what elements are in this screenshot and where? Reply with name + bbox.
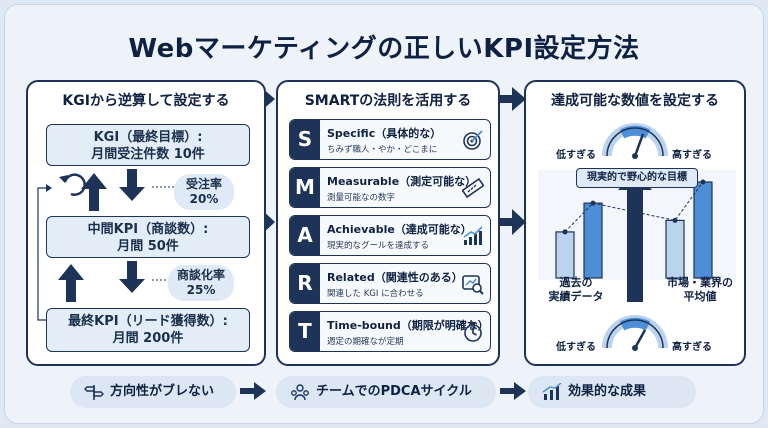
footer-item-pdca: チームでのPDCAサイクル xyxy=(276,376,496,408)
past-data-label: 過去の 実績データ xyxy=(546,276,606,304)
smart-title: Achievable（達成可能な） xyxy=(327,223,472,236)
smart-title: Specific（具体的な） xyxy=(327,127,442,140)
kgi-line2: 月間受注件数 10件 xyxy=(91,147,205,162)
final-kpi-box: 最終KPI（リード獲得数）: 月間 200件 xyxy=(46,308,250,352)
market-line1: 市場・業界の xyxy=(667,276,733,289)
arrow-footer-1 xyxy=(240,382,266,400)
mid-line2: 月間 50件 xyxy=(117,239,179,254)
rate1-bubble: 受注率 20% xyxy=(174,174,234,210)
smart-item-related: R Related（関連性のある） 関連した KGI に合わせる xyxy=(289,263,491,304)
arrow-panel2-to-panel3-mid xyxy=(496,209,526,235)
footer-label: チームでのPDCAサイクル xyxy=(316,384,472,399)
smart-letter: A xyxy=(290,216,320,255)
panel-smart: SMARTの法則を活用する S Specific（具体的な） ちみず職人・やか・… xyxy=(276,80,500,366)
market-line2: 平均値 xyxy=(683,290,717,303)
smart-letter: T xyxy=(290,312,320,351)
panel-achievable-target: 達成可能な数値を設定する 低すぎる 高すぎる 現実的で野心的な目標 過去の xyxy=(524,80,746,366)
smart-desc: 関連した KGI に合わせる xyxy=(327,289,424,299)
smart-desc: 測量可能なの数字 xyxy=(327,193,396,203)
footer-label: 効果的な成果 xyxy=(568,384,647,399)
kgi-box: KGI（最終目標）: 月間受注件数 10件 xyxy=(46,124,250,166)
arrow-footer-2 xyxy=(500,382,526,400)
mid-line1: 中間KPI（商談数）: xyxy=(87,222,209,237)
smart-item-achievable: A Achievable（達成可能な） 現実的なグールを達成する xyxy=(289,215,491,256)
smart-item-measurable: M Measurable（測定可能な） 測量可能なの数字 xyxy=(289,167,491,208)
gauge-top-low: 低すぎる xyxy=(556,150,596,161)
big-up-arrow-icon xyxy=(618,170,652,302)
past-line2: 実績データ xyxy=(548,290,604,303)
rate1-value: 20% xyxy=(189,192,219,206)
gauge-bottom-low: 低すぎる xyxy=(556,342,596,353)
feedback-loop-line xyxy=(37,187,46,321)
smart-desc: ちみず職人・やか・どこまに xyxy=(327,145,438,155)
mid-kpi-box: 中間KPI（商談数）: 月間 50件 xyxy=(46,216,250,258)
bars-left xyxy=(555,202,603,279)
undo-arrow-icon xyxy=(63,173,86,196)
smart-title: Time-bound（期限が明確な） xyxy=(327,319,489,332)
direction-signpost-icon xyxy=(84,385,104,400)
clock-icon xyxy=(464,322,482,342)
rate1-label: 受注率 xyxy=(185,177,222,191)
smart-title: Related（関連性のある） xyxy=(327,271,463,284)
team-icon xyxy=(291,384,309,401)
trend-point-2 xyxy=(590,200,596,206)
target-setting-illustration xyxy=(538,123,736,351)
trend-point-4 xyxy=(700,179,706,185)
market-bar-1 xyxy=(665,219,685,279)
analytics-icon xyxy=(462,275,484,295)
down-arrow-2-icon xyxy=(119,261,145,293)
market-bar-2 xyxy=(693,181,713,279)
trend-point-1 xyxy=(562,229,568,235)
smart-desc: 週定の期確なが定期 xyxy=(327,337,404,347)
growth-bars-icon xyxy=(542,383,562,400)
smart-item-specific: S Specific（具体的な） ちみず職人・やか・どこまに xyxy=(289,119,491,160)
panel1-flow-arrows xyxy=(37,169,174,321)
rate2-label: 商談化率 xyxy=(176,268,225,282)
gauge-top-icon xyxy=(602,123,668,159)
panel2-heading: SMARTの法則を活用する xyxy=(304,93,472,109)
past-bar-1 xyxy=(555,231,575,279)
target-icon xyxy=(463,130,483,150)
up-arrow-2-icon xyxy=(58,264,84,302)
arrow-panel2-to-panel3-top xyxy=(496,87,526,111)
smart-letter: R xyxy=(290,264,320,303)
past-line1: 過去の xyxy=(559,276,593,289)
gauge-top-high: 高すぎる xyxy=(672,150,712,161)
panel-kgi-backcalc: KGIから逆算して設定する KGI（最終目標）: 月間受注件数 10件 受注率 … xyxy=(26,80,266,366)
down-arrow-1-icon xyxy=(119,169,145,201)
final-line2: 月間 200件 xyxy=(112,331,184,346)
panel1-heading: KGIから逆算して設定する xyxy=(62,93,230,109)
rate2-bubble: 商談化率 25% xyxy=(168,265,234,301)
kgi-line1: KGI（最終目標）: xyxy=(93,130,203,145)
growth-chart-icon xyxy=(463,226,483,245)
panel3-heading: 達成可能な数値を設定する xyxy=(551,93,719,109)
gauge-bottom-high: 高すぎる xyxy=(672,342,712,353)
smart-desc: 現実的なグールを達成する xyxy=(327,241,430,251)
footer-label: 方向性がブレない xyxy=(110,384,215,399)
past-bar-2 xyxy=(583,202,603,279)
goal-banner: 現実的で野心的な目標 xyxy=(576,168,698,188)
smart-item-time-bound: T Time-bound（期限が明確な） 週定の期確なが定期 xyxy=(289,311,491,352)
page-title: Webマーケティングの正しいKPI設定方法 xyxy=(128,34,640,64)
smart-letter: S xyxy=(290,120,320,159)
up-arrow-1-icon xyxy=(81,173,107,211)
footer-item-direction: 方向性がブレない xyxy=(70,376,236,408)
smart-title: Measurable（測定可能な） xyxy=(327,175,477,188)
gauge-bottom-icon xyxy=(602,315,668,351)
market-average-label: 市場・業界の 平均値 xyxy=(660,276,740,304)
rate2-value: 25% xyxy=(186,283,216,297)
trend-point-3 xyxy=(672,217,678,223)
footer-item-results: 効果的な成果 xyxy=(528,376,696,408)
smart-letter: M xyxy=(290,168,320,207)
final-line1: 最終KPI（リード獲得数）: xyxy=(68,314,228,329)
ruler-icon xyxy=(462,177,484,199)
